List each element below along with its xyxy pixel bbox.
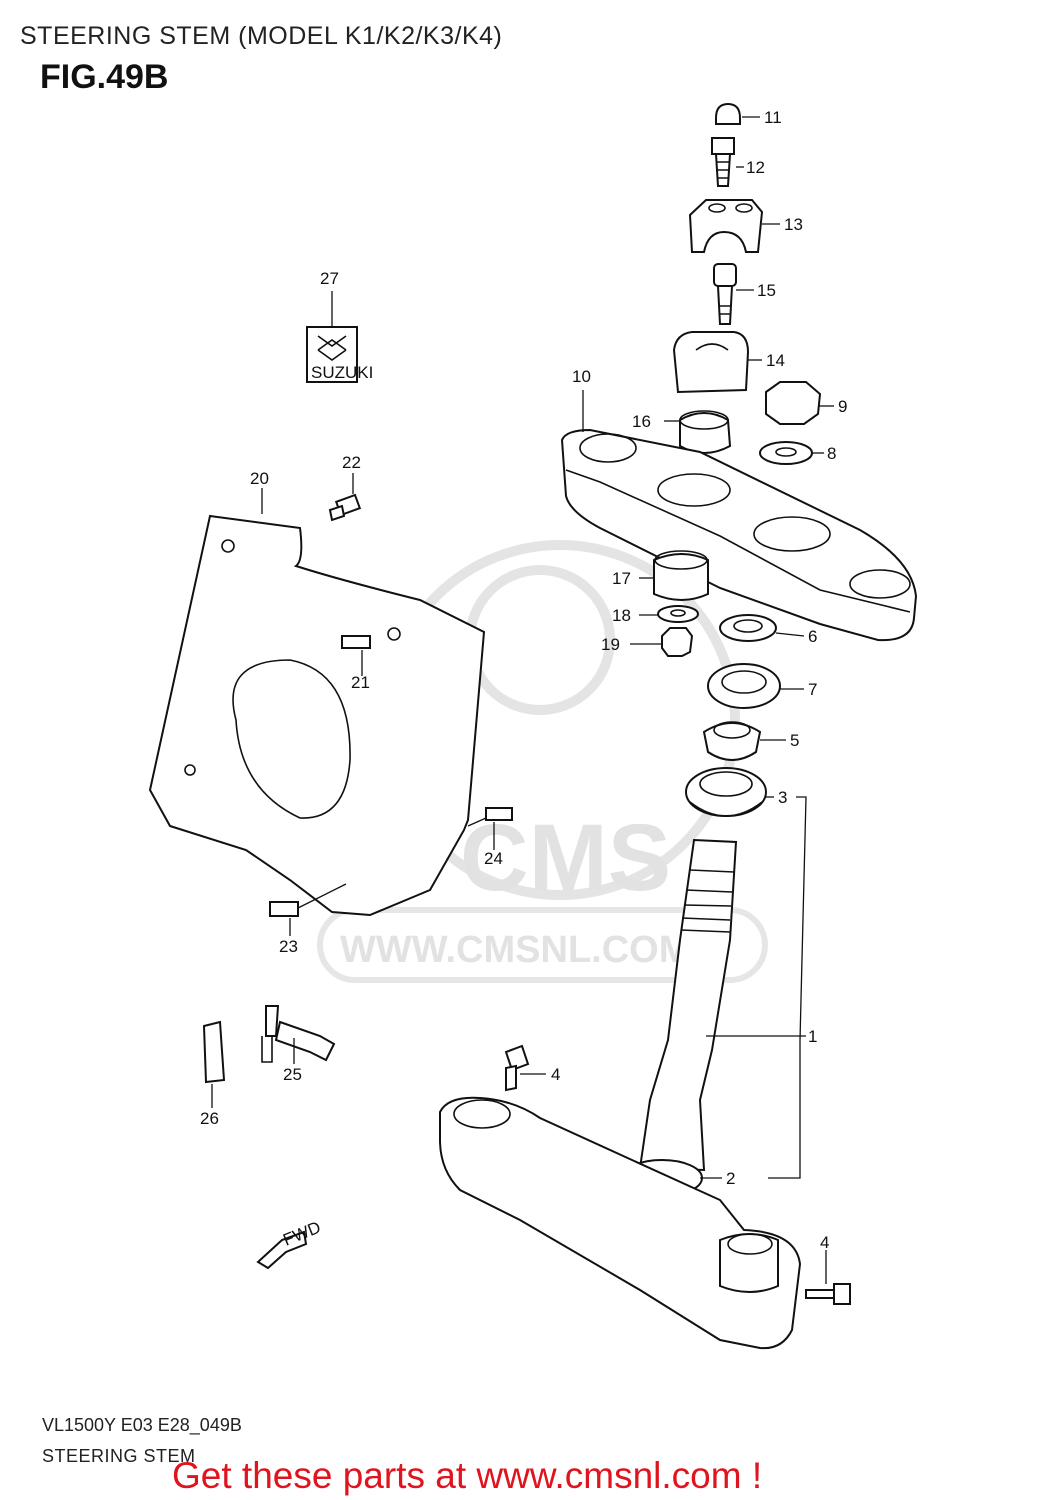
part-7-dust-seal: [707, 663, 781, 709]
part-10-upper-bracket: [560, 428, 918, 642]
callout-4-upper: 4: [551, 1065, 560, 1084]
callout-20: 20: [250, 469, 269, 488]
callout-14: 14: [766, 351, 785, 370]
diagram-code: VL1500Y E03 E28_049B: [42, 1415, 242, 1435]
part-24-screw: [485, 807, 513, 821]
leader-lines: [211, 116, 834, 1284]
watermark-url-text: WWW.CMSNL.COM: [340, 929, 690, 971]
callout-16: 16: [632, 412, 651, 431]
fwd-arrow-icon: FWD: [256, 1218, 323, 1270]
callout-3: 3: [778, 788, 787, 807]
part-13-handlebar-holder-upper: [688, 199, 764, 253]
part-6-nut: [719, 614, 777, 642]
lower-bracket: [439, 1096, 802, 1350]
part-22-screw: [328, 493, 362, 522]
callout-6: 6: [808, 627, 817, 646]
callout-11: 11: [764, 108, 782, 127]
part-4-bolt-lower: [805, 1283, 851, 1305]
callout-24: 24: [484, 849, 503, 868]
callout-5: 5: [790, 731, 799, 750]
part-5-bearing: [702, 721, 762, 761]
callout-12: 12: [746, 158, 765, 177]
emblem-text: SUZUKI: [311, 363, 373, 382]
part-21-screw: [341, 635, 371, 649]
callout-13: 13: [784, 215, 803, 234]
part-17-bushing: [653, 550, 709, 601]
part-3-bearing: [685, 767, 767, 817]
watermark-logo-text: CMS: [460, 805, 671, 911]
part-4-bolt-upper: [504, 1044, 530, 1092]
callout-22: 22: [342, 453, 361, 472]
callout-15: 15: [757, 281, 776, 300]
part-23-screw: [269, 901, 299, 917]
callout-23: 23: [279, 937, 298, 956]
callout-9: 9: [838, 397, 847, 416]
callout-4-lower: 4: [820, 1233, 829, 1252]
page-title: STEERING STEM (MODEL K1/K2/K3/K4): [20, 22, 503, 50]
callout-2: 2: [726, 1169, 735, 1188]
figure-label: FIG.49B: [40, 58, 169, 96]
part-25-lock: [261, 1005, 336, 1063]
callout-25: 25: [283, 1065, 302, 1084]
part-1-steering-stem: [638, 838, 738, 1172]
part-11-cap: [715, 102, 741, 125]
callout-7: 7: [808, 680, 817, 699]
part-14-handlebar-holder-lower: [672, 331, 750, 394]
callout-1: 1: [808, 1027, 817, 1046]
part-15-bolt: [713, 263, 737, 325]
callout-18: 18: [612, 606, 631, 625]
part-12-bolt: [711, 137, 735, 187]
part-20-cover: [148, 514, 486, 917]
cta-link[interactable]: Get these parts at www.cmsnl.com !: [172, 1455, 763, 1496]
part-9-steering-stem-nut: [765, 381, 822, 425]
callout-numbers: 11 12 13 15 14 9 8 16 10 17 18 19 6 7 5 …: [200, 108, 847, 1252]
callout-8: 8: [827, 444, 836, 463]
part-19-nut: [661, 627, 694, 657]
callout-19: 19: [601, 635, 620, 654]
callout-21: 21: [351, 673, 370, 692]
callout-10: 10: [572, 367, 591, 386]
callout-17: 17: [612, 569, 631, 588]
part-26-key: [202, 1020, 226, 1084]
callout-26: 26: [200, 1109, 219, 1128]
diagram-name: STEERING STEM: [42, 1446, 196, 1466]
part-18-washer: [657, 605, 699, 623]
callout-27: 27: [320, 269, 339, 288]
part-27-emblem: SUZUKI: [306, 326, 373, 383]
part-8-washer: [759, 441, 813, 465]
part-16-damper: [679, 410, 732, 454]
